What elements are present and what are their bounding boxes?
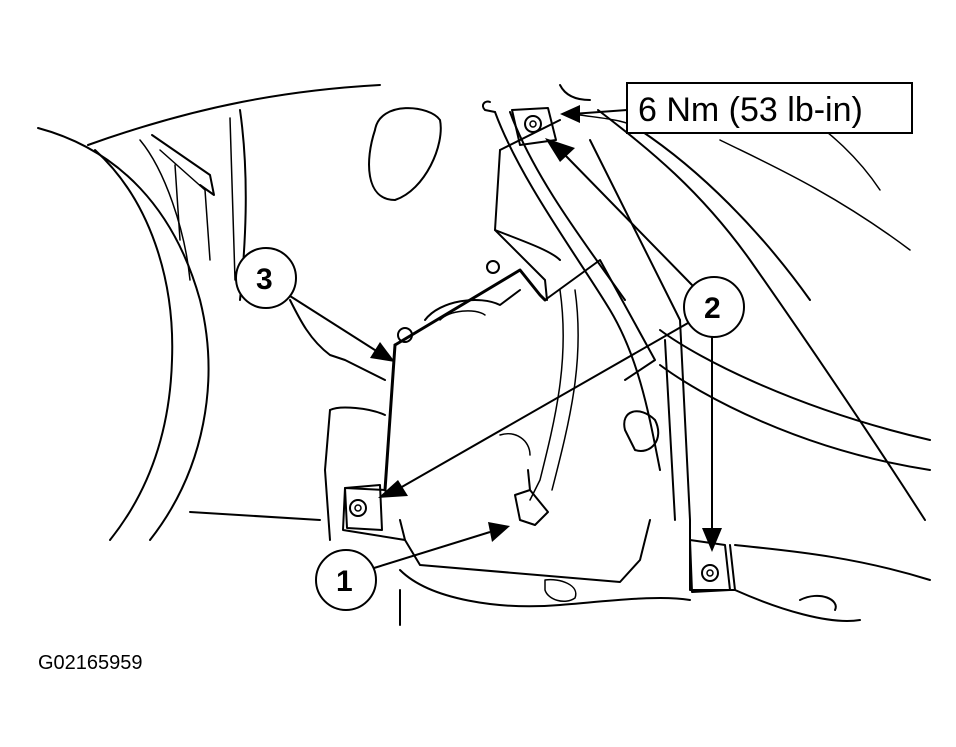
lower-left-mount [344, 484, 383, 531]
right-structure [559, 84, 931, 591]
lower-body-lines [189, 299, 837, 626]
callout-2-label: 2 [704, 292, 721, 325]
callout-3-arrowhead [370, 342, 395, 362]
callout-1-arrowhead [488, 522, 510, 542]
upper-mount-plate [481, 100, 557, 146]
callout-1: 1 [315, 522, 510, 611]
electrical-connector [499, 433, 549, 526]
callout-1-circle [315, 549, 377, 611]
module-bracket [342, 119, 656, 583]
callout-1-label: 1 [336, 565, 353, 598]
oval-cutout [368, 107, 442, 201]
callout-2-arrowhead-top [545, 138, 575, 162]
callout-3-circle [235, 247, 297, 309]
torque-arrowhead [560, 105, 580, 123]
torque-spec-text: 6 Nm (53 lb-in) [638, 91, 863, 129]
callout-3: 3 [235, 247, 395, 362]
torque-spec-callout: 6 Nm (53 lb-in) [560, 82, 913, 134]
fender-arc [37, 127, 215, 541]
torque-spec-box [626, 82, 913, 134]
lower-right-mount [689, 539, 931, 622]
callout-2-arrowhead-left [378, 480, 408, 498]
callout-2-arrowhead-down [702, 528, 722, 552]
figure-id-label: G02165959 [38, 652, 143, 674]
callout-2: 2 [378, 138, 745, 552]
callout-3-label: 3 [256, 263, 273, 296]
callout-2-circle [683, 276, 745, 338]
wiring-harness [494, 111, 661, 501]
